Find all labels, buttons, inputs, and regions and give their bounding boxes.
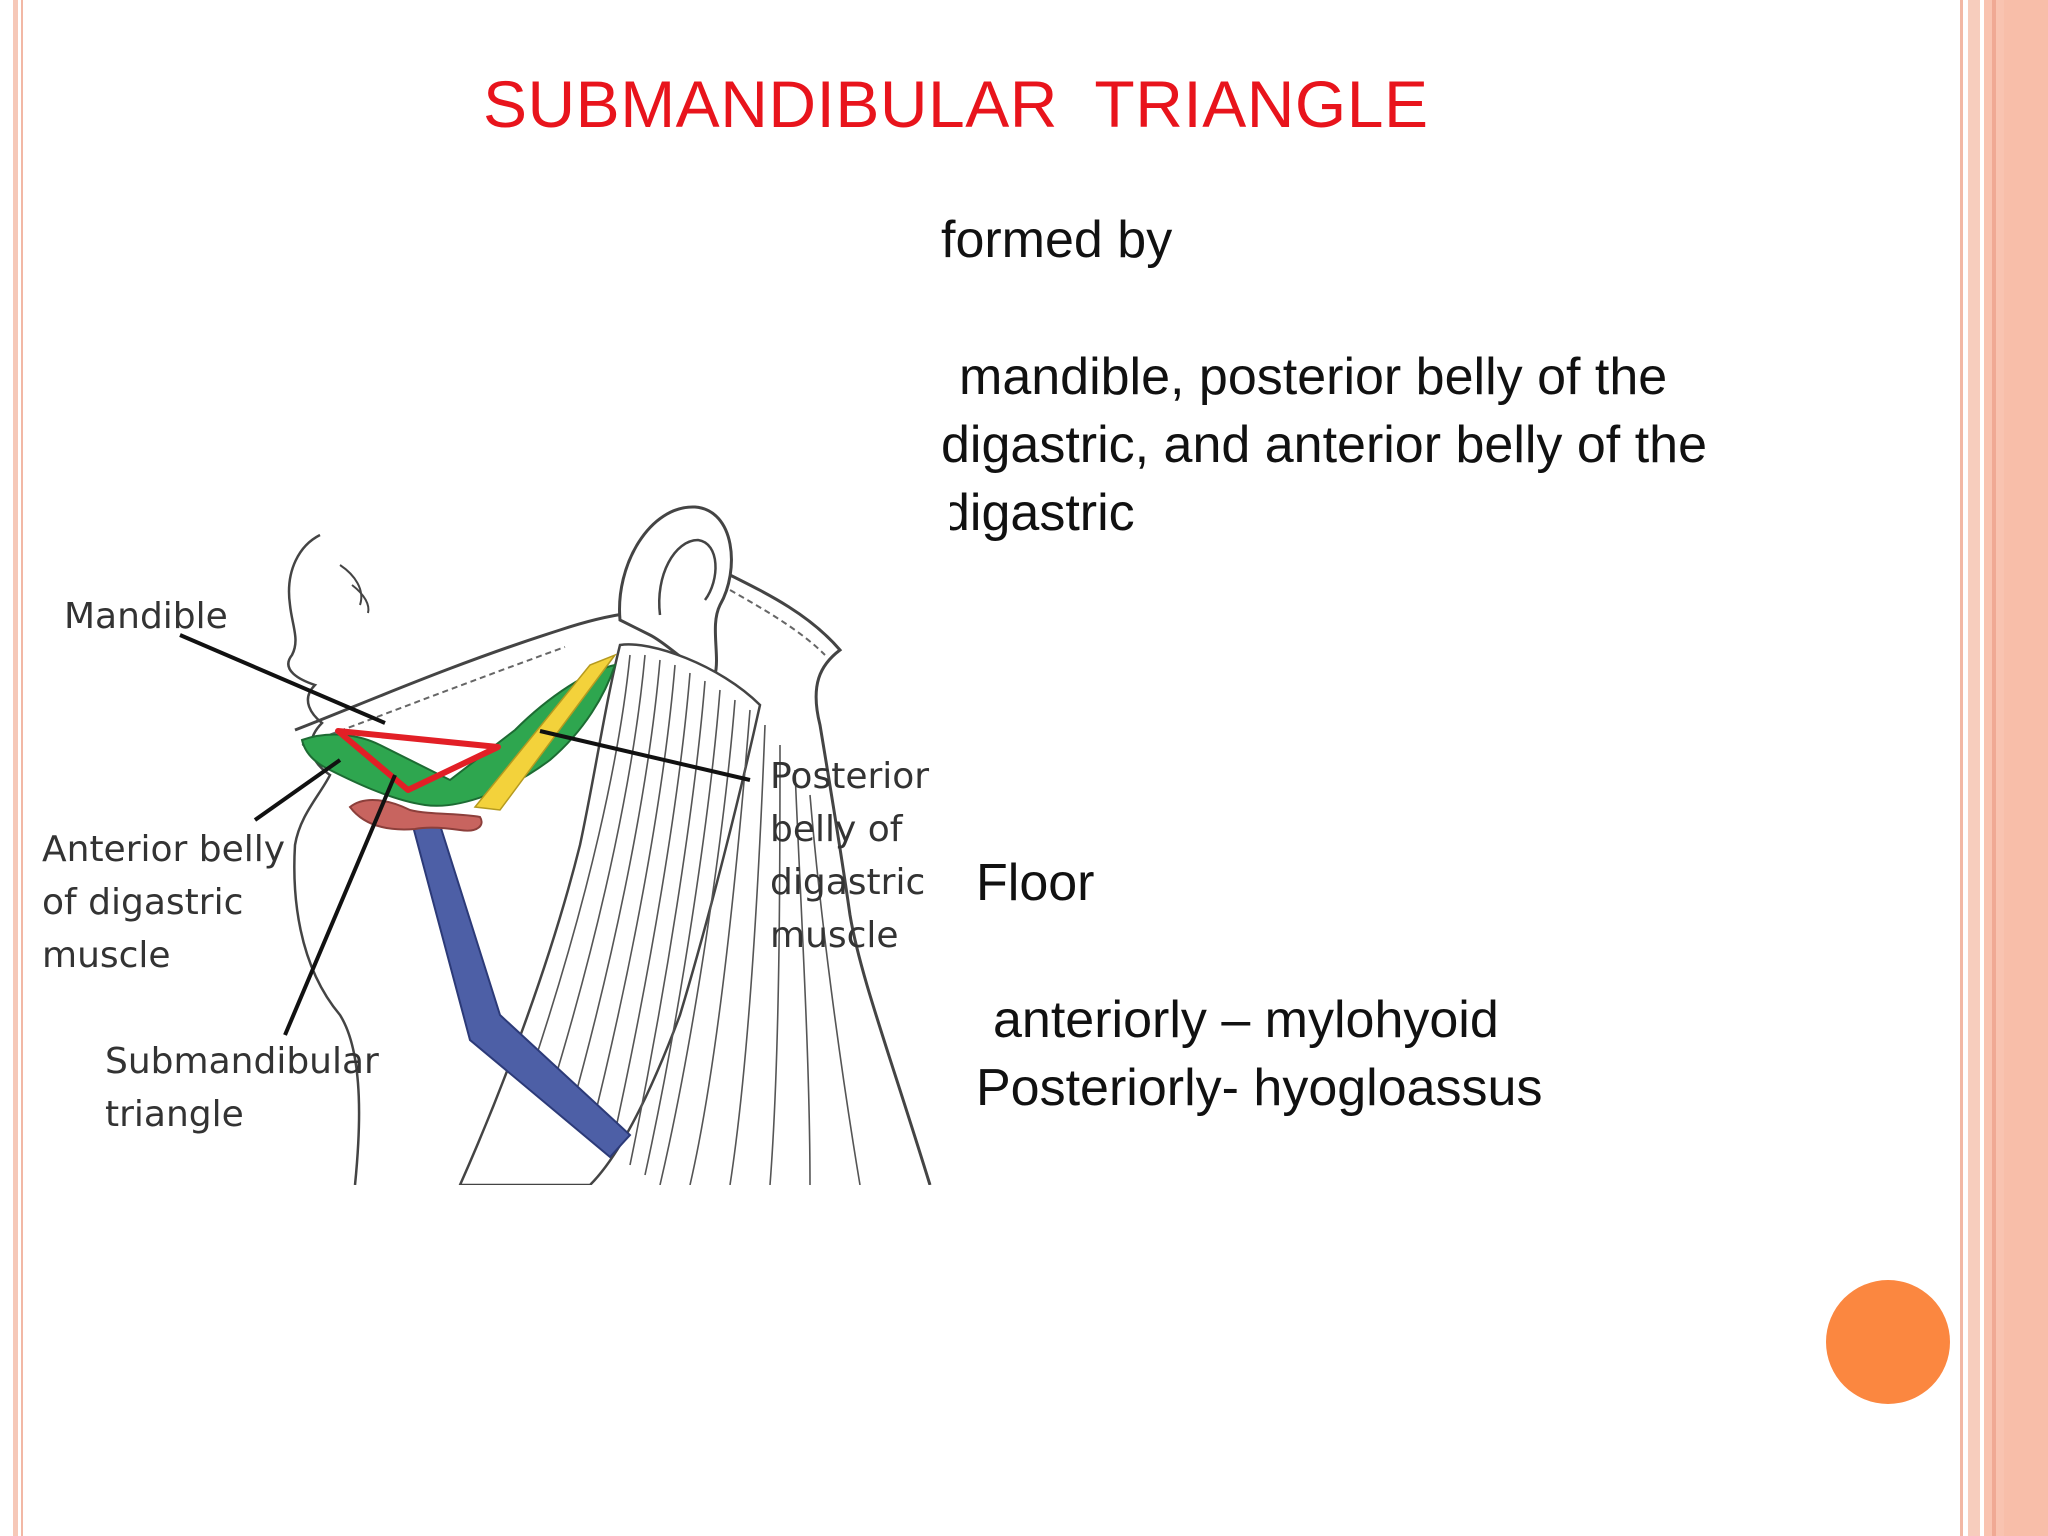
label-line: triangle [105, 1094, 244, 1135]
floor-heading: Floor [976, 854, 1095, 912]
formed-by-line: digastric, and anterior belly of the [941, 416, 1707, 474]
neck-anatomy-figure: Mandible Anterior belly of digastric mus… [30, 495, 950, 1185]
label-line: belly of [770, 809, 903, 850]
formed-by-heading: formed by [941, 211, 1173, 269]
neck-anatomy-illustration [30, 495, 950, 1185]
label-line: of digastric [42, 882, 244, 923]
mandible-label: Mandible [64, 596, 228, 637]
anterior-belly-label: Anterior belly of digastric muscle [42, 823, 285, 982]
left-border-stripe [21, 0, 23, 1536]
submandibular-triangle-label: Submandibular triangle [105, 1035, 379, 1141]
right-border-stripe [1960, 0, 1963, 1536]
label-line: muscle [42, 935, 171, 976]
posterior-belly-label: Posterior belly of digastric muscle [770, 750, 929, 962]
right-border-stripe [1968, 0, 1980, 1536]
label-line: Anterior belly [42, 829, 286, 870]
label-line: digastric [770, 862, 926, 903]
label-line: Submandibular [105, 1041, 379, 1082]
slide-title: SUBMANDIBULAR TRIANGLE [483, 67, 1429, 141]
label-line: Posterior [770, 756, 930, 797]
formed-by-line: mandible, posterior belly of the [959, 348, 1668, 406]
floor-line: anteriorly – mylohyoid [993, 991, 1499, 1049]
label-line: muscle [770, 915, 899, 956]
right-border-stripe [1992, 0, 1996, 1536]
accent-dot [1826, 1280, 1950, 1404]
right-border-band [2004, 0, 2048, 1536]
left-border-stripe [13, 0, 18, 1536]
floor-line: Posteriorly- hyogloassus [976, 1059, 1543, 1117]
formed-by-line: digastric [941, 484, 1135, 542]
